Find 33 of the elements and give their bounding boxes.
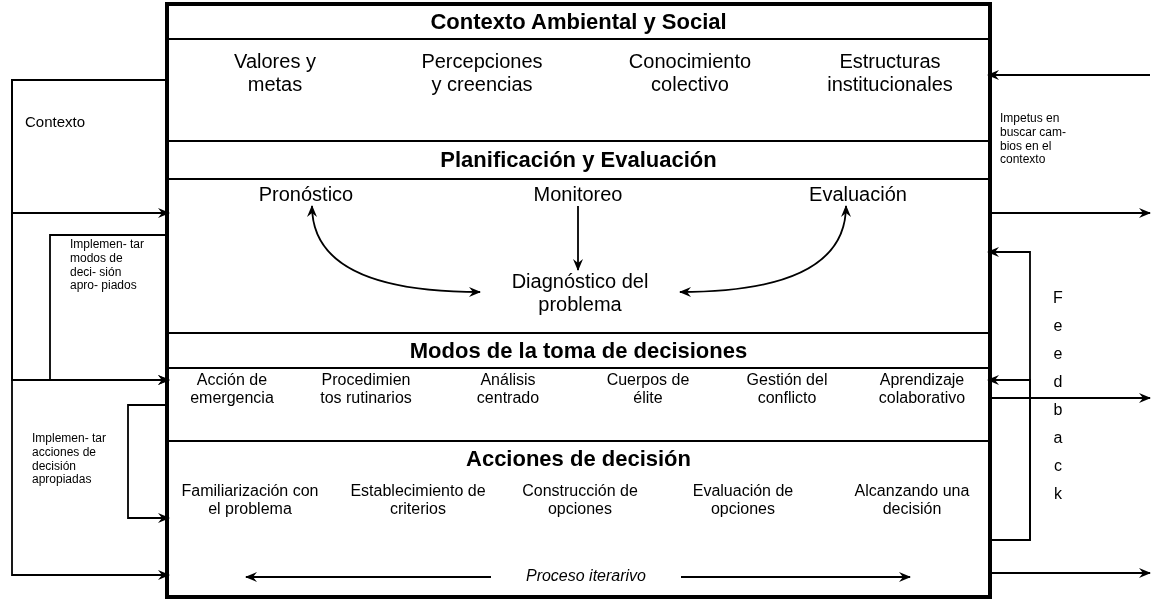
- item-text: Percepciones y creencias: [414, 50, 550, 96]
- edge-label: F e e d b a c k: [1052, 288, 1064, 504]
- item-text: Construcción de opciones: [515, 482, 645, 519]
- item-text: Aprendizaje colaborativo: [860, 371, 984, 408]
- item-text: Valores y metas: [227, 50, 323, 96]
- item-text: Alcanzando una decisión: [847, 482, 977, 519]
- band-heading: Planificación y Evaluación: [169, 142, 988, 180]
- item-text: Evaluación de opciones: [678, 482, 808, 519]
- edge-label: Contexto: [25, 113, 87, 131]
- item-text: Cuerpos de élite: [593, 371, 703, 408]
- item-text: Establecimiento de criterios: [348, 482, 488, 519]
- item-text: Evaluación: [798, 183, 918, 206]
- item-text: Estructuras institucionales: [805, 50, 975, 96]
- edge-label: Implemen- tar acciones de decisión apropiadas: [32, 432, 108, 488]
- item-text: Procedimien tos rutinarios: [316, 371, 416, 408]
- arrow: [573, 205, 583, 271]
- arrow: [307, 205, 481, 297]
- arrow: [679, 205, 851, 297]
- item-text: Análisis centrado: [458, 371, 558, 408]
- band-heading: Contexto Ambiental y Social: [169, 6, 988, 40]
- band-heading: Acciones de decisión: [465, 445, 692, 473]
- item-text: Pronóstico: [246, 183, 366, 206]
- item-text: Diagnóstico del problema: [480, 270, 680, 316]
- frame-box: [165, 2, 992, 599]
- process-label: Proceso iterarivo: [524, 567, 647, 586]
- item-text: Acción de emergencia: [176, 371, 288, 408]
- edge-label: Implemen- tar modos de deci- sión apro- piados: [70, 238, 146, 294]
- item-text: Conocimiento colectivo: [610, 50, 770, 96]
- item-text: Familiarización con el problema: [180, 482, 320, 519]
- item-text: Gestión del conflicto: [732, 371, 842, 408]
- item-text: Monitoreo: [523, 183, 633, 206]
- band-heading: Modos de la toma de decisiones: [169, 334, 988, 369]
- edge-label: Impetus en buscar cam- bios en el contexto: [1000, 112, 1068, 168]
